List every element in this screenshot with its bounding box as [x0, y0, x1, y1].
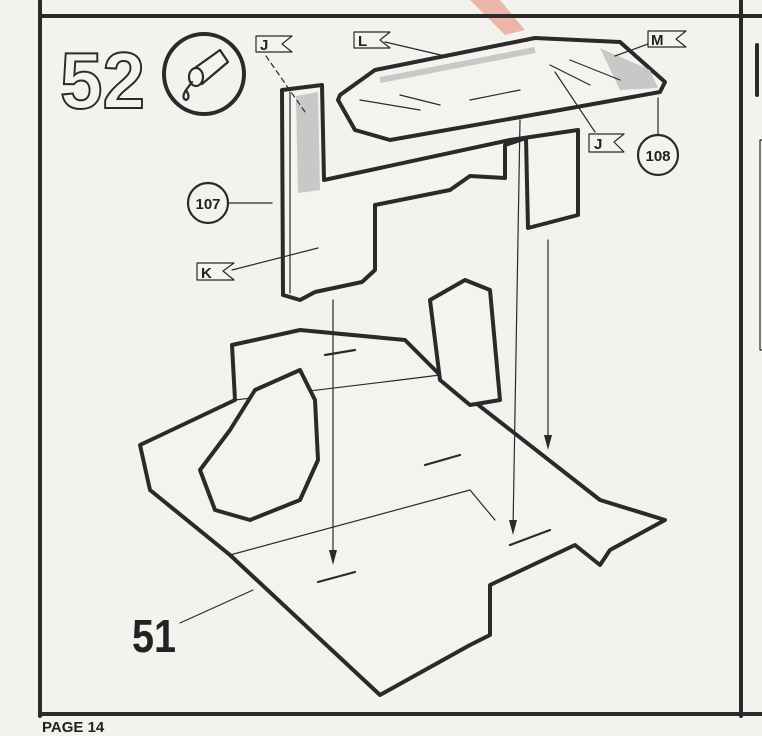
callout-j-top: J [255, 35, 306, 113]
part-108-bench [338, 38, 667, 142]
part-107-panel [280, 83, 580, 302]
part-number-107: 107 [186, 181, 273, 225]
step-number: 52 [60, 36, 145, 125]
part-number-108: 108 [636, 97, 680, 177]
step-frame [38, 0, 762, 718]
page-number: PAGE 14 [42, 719, 105, 736]
svg-text:K: K [201, 265, 212, 282]
part-51-floor [138, 278, 667, 697]
callout-m: M [614, 30, 687, 57]
svg-text:J: J [260, 37, 268, 54]
callout-k: K [196, 247, 319, 282]
glue-tube-icon [162, 32, 246, 116]
svg-text:51: 51 [132, 610, 176, 662]
svg-text:L: L [358, 33, 367, 50]
part-number-51: 51 [132, 589, 254, 662]
svg-text:107: 107 [195, 196, 220, 213]
callout-j-right: J [554, 71, 625, 153]
svg-text:J: J [594, 136, 602, 153]
svg-text:108: 108 [645, 148, 670, 165]
assembly-arrows [329, 119, 552, 565]
callout-l: L [353, 31, 446, 57]
svg-text:M: M [651, 32, 664, 49]
